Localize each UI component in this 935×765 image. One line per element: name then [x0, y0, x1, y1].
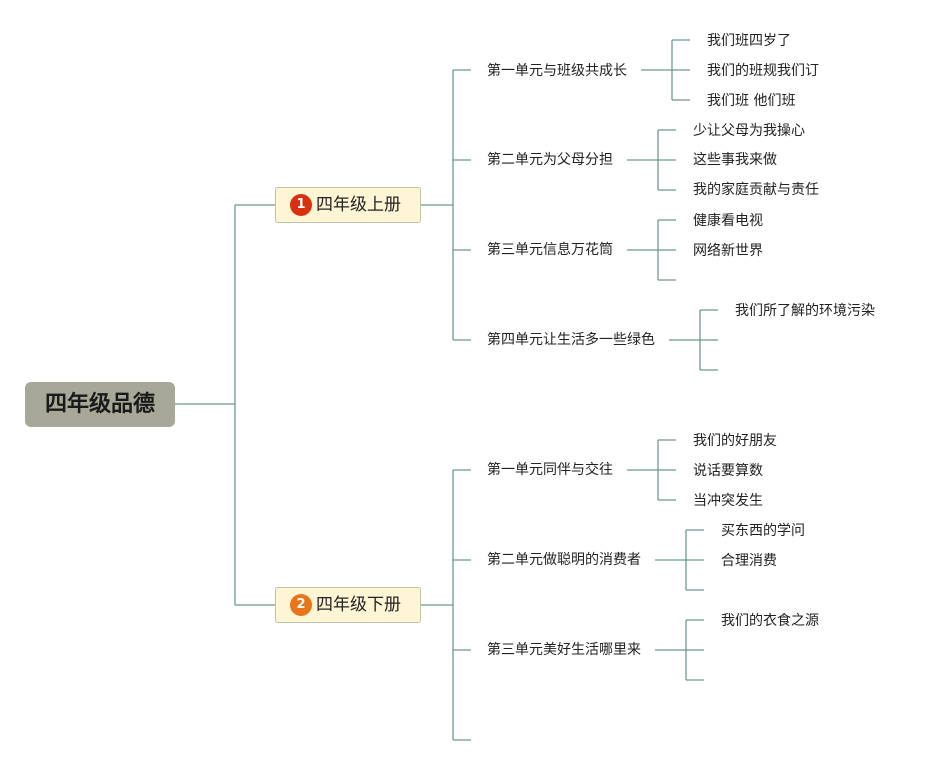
unit-topic[interactable]: 第一单元同伴与交往 [487, 462, 613, 478]
priority-1-icon: 1 [290, 194, 312, 216]
branch-label: 四年级下册 [316, 595, 401, 615]
unit-topic[interactable]: 第二单元为父母分担 [487, 152, 613, 168]
lesson-topic[interactable]: 说话要算数 [693, 463, 763, 479]
lesson-topic[interactable]: 这些事我来做 [693, 152, 777, 168]
priority-2-icon: 2 [290, 594, 312, 616]
lesson-topic[interactable]: 健康看电视 [693, 213, 763, 229]
unit-topic[interactable]: 第三单元美好生活哪里来 [487, 642, 641, 658]
lesson-topic[interactable]: 合理消费 [721, 553, 777, 569]
unit-topic[interactable]: 第四单元让生活多一些绿色 [487, 332, 655, 348]
lesson-topic[interactable]: 买东西的学问 [721, 523, 805, 539]
unit-topic[interactable]: 第二单元做聪明的消费者 [487, 552, 641, 568]
lesson-topic[interactable]: 我们所了解的环境污染 [735, 303, 875, 319]
root-topic[interactable]: 四年级品德 [25, 382, 175, 427]
lesson-topic[interactable]: 少让父母为我操心 [693, 123, 805, 139]
lesson-topic[interactable]: 当冲突发生 [693, 493, 763, 509]
lesson-topic[interactable]: 我的家庭贡献与责任 [693, 182, 819, 198]
lesson-topic[interactable]: 我们班四岁了 [707, 33, 791, 49]
lesson-topic[interactable]: 我们的班规我们订 [707, 63, 819, 79]
lesson-topic[interactable]: 我们的好朋友 [693, 433, 777, 449]
lesson-topic[interactable]: 我们的衣食之源 [721, 613, 819, 629]
branch-grade4-first-term[interactable]: 1 四年级上册 [275, 187, 421, 223]
unit-topic[interactable]: 第三单元信息万花筒 [487, 242, 613, 258]
unit-topic[interactable]: 第一单元与班级共成长 [487, 63, 627, 79]
branch-label: 四年级上册 [316, 195, 401, 215]
lesson-topic[interactable]: 网络新世界 [693, 243, 763, 259]
branch-grade4-second-term[interactable]: 2 四年级下册 [275, 587, 421, 623]
lesson-topic[interactable]: 我们班 他们班 [707, 93, 796, 109]
